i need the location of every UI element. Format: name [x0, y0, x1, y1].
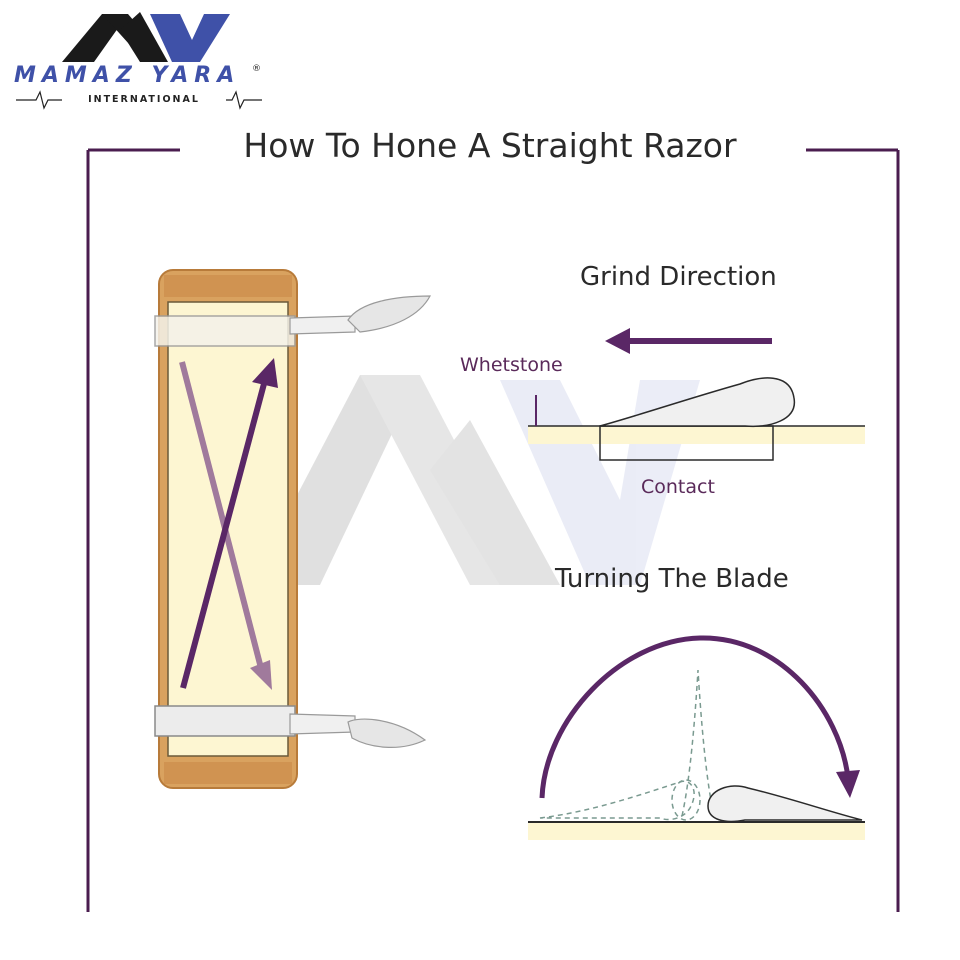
razor-bottom [154, 705, 427, 748]
grind-direction-arrow [605, 328, 772, 354]
whetstone-label: Whetstone [460, 354, 563, 376]
contact-label: Contact [641, 476, 715, 498]
brand-subtitle: INTERNATIONAL [88, 94, 200, 105]
grind-cross-section [528, 377, 865, 461]
frame [86, 148, 900, 912]
brand-logo-mark [62, 12, 230, 62]
turning-blade-diagram [528, 635, 865, 840]
stroke-arrows [179, 358, 278, 690]
brand-heartbeat-line [16, 90, 262, 110]
watermark-logo [250, 375, 700, 585]
page-title: How To Hone A Straight Razor [180, 126, 800, 165]
turning-the-blade-label: Turning The Blade [555, 564, 789, 594]
razor-top [154, 295, 431, 347]
grind-direction-label: Grind Direction [580, 262, 777, 292]
brand-registered-mark: ® [252, 64, 261, 74]
brand-name: MAMAZ YARA [14, 63, 241, 88]
